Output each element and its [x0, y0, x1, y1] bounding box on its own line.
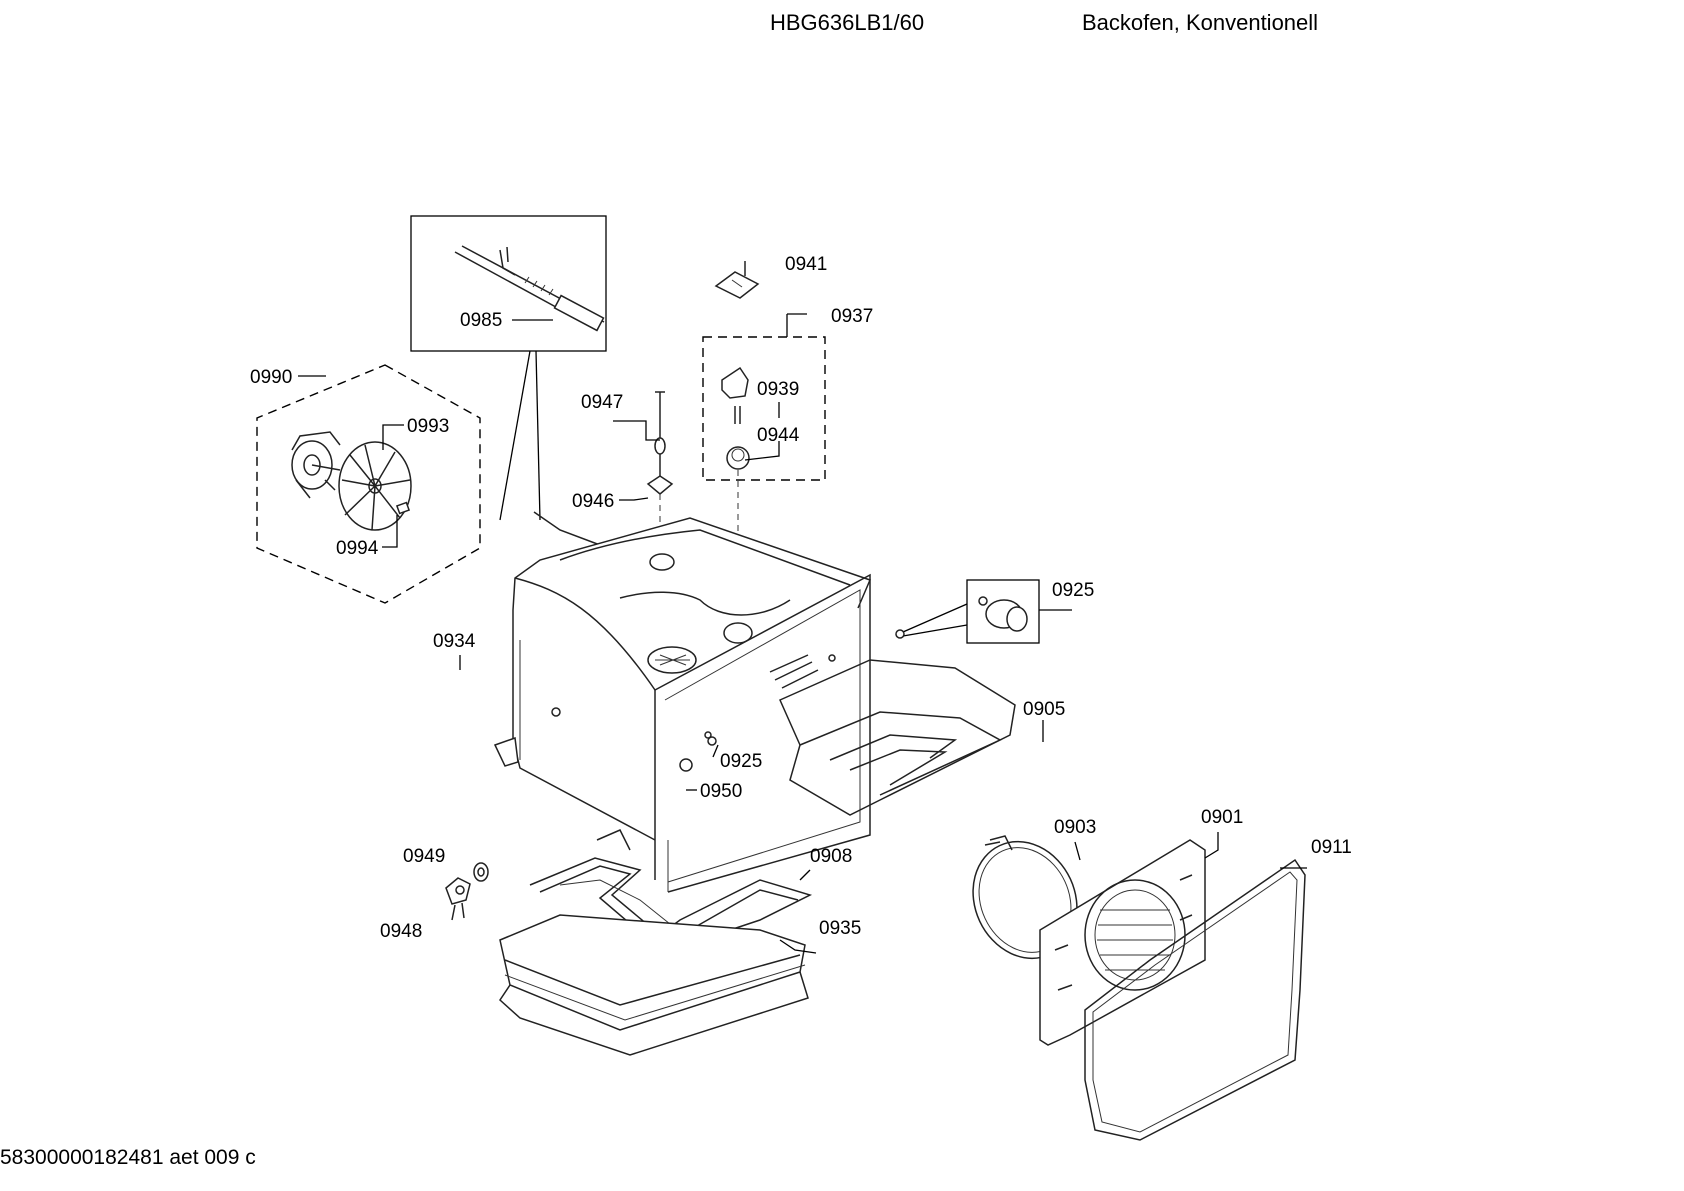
label-0947: 0947 [581, 392, 623, 413]
cover-plate-0941 [714, 271, 760, 299]
heater-terminals [596, 829, 631, 851]
oven-cavity [493, 517, 872, 893]
knob-detail [895, 579, 1040, 644]
label-0901: 0901 [1201, 807, 1243, 828]
label-0939: 0939 [757, 379, 799, 400]
fan-wheel [338, 441, 412, 531]
lamp-port [723, 622, 753, 644]
insulation-mat [499, 914, 809, 1056]
model-number: HBG636LB1/60 [770, 10, 925, 35]
fan-nut [395, 501, 411, 515]
ring-terminals [984, 835, 1013, 851]
cavity-front-frame [654, 573, 871, 893]
temperature-sensor [646, 391, 674, 545]
document-code: 58300000182481 aet 009 c [0, 1146, 256, 1169]
label-0935: 0935 [819, 918, 861, 939]
label-0908: 0908 [810, 846, 852, 867]
label-0925-knob: 0925 [1052, 580, 1094, 601]
knob-inset-frame [966, 579, 1040, 644]
label-0990: 0990 [250, 367, 292, 388]
leader-lines [298, 261, 1307, 954]
label-0993: 0993 [407, 416, 449, 437]
switch-washer [473, 862, 489, 882]
label-0903: 0903 [1054, 817, 1096, 838]
label-0934: 0934 [433, 631, 476, 652]
cavity-top-emboss [619, 591, 791, 616]
label-0946: 0946 [572, 491, 614, 512]
inset-leader-2 [499, 350, 531, 521]
fan-group-outline [256, 364, 481, 604]
inset-frame [410, 215, 607, 352]
port-0950 [679, 758, 693, 772]
label-0941: 0941 [785, 254, 827, 275]
label-0949: 0949 [403, 846, 445, 867]
label-0994: 0994 [336, 538, 379, 559]
rail-sleeve [553, 294, 605, 332]
label-0905: 0905 [1023, 699, 1065, 720]
lamp-cover [726, 446, 750, 470]
sensor-port [649, 553, 675, 571]
screw-0925 [707, 736, 717, 746]
side-bracket [493, 736, 519, 767]
label-0911: 0911 [1311, 837, 1352, 858]
label-0948: 0948 [380, 921, 422, 942]
rail-detail-inset [410, 215, 607, 546]
label-0944: 0944 [757, 425, 800, 446]
rail-mount [533, 511, 601, 546]
sensor-bracket [646, 475, 674, 495]
lamp-holder [721, 366, 749, 399]
label-0985: 0985 [460, 310, 502, 331]
label-0950: 0950 [700, 781, 742, 802]
fan-motor [291, 431, 341, 499]
fan-assembly-group [256, 364, 481, 604]
lamp-bulb [734, 406, 741, 424]
grill-element [769, 654, 1016, 816]
cavity-top [512, 517, 872, 611]
appliance-description: Backofen, Konventionell [1082, 10, 1319, 35]
cavity-left-side [512, 610, 656, 841]
door-switch [445, 862, 489, 921]
fan-cover-panel [1039, 839, 1206, 1046]
knob-screw [895, 629, 905, 639]
label-0925-screw: 0925 [720, 751, 762, 772]
grill-terminals [769, 654, 819, 689]
lamp-kit-outline [702, 336, 826, 481]
label-0937: 0937 [831, 306, 873, 327]
inset-leader-1 [535, 350, 541, 521]
